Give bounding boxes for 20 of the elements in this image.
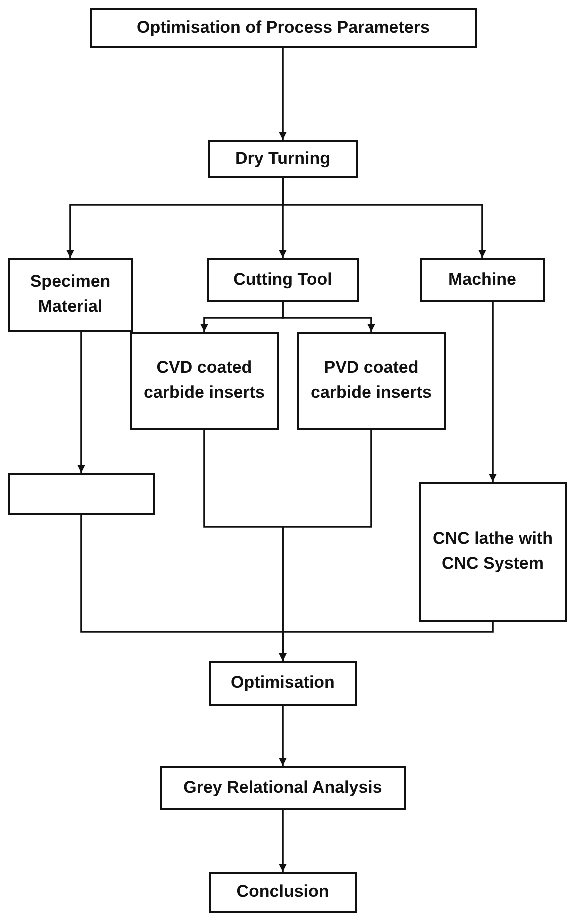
process-box: Conclusion — [209, 872, 357, 913]
arrow — [278, 48, 288, 140]
empty-box — [8, 473, 155, 515]
arrow — [488, 302, 498, 482]
process-box: Optimisation — [209, 661, 357, 706]
process-box: CVD coated carbide inserts — [130, 332, 279, 430]
process-box: Grey Relational Analysis — [160, 766, 406, 810]
process-box: CNC lathe with CNC System — [419, 482, 567, 622]
arrow — [282, 302, 376, 332]
arrow — [278, 622, 494, 661]
process-box: Dry Turning — [208, 140, 358, 178]
process-box: Cutting Tool — [207, 258, 359, 302]
process-box: Specimen Material — [8, 258, 133, 332]
arrow — [282, 178, 487, 258]
arrow — [278, 810, 288, 872]
arrow — [278, 706, 288, 766]
process-box: PVD coated carbide inserts — [297, 332, 446, 430]
process-box: Machine — [420, 258, 545, 302]
arrow — [77, 332, 86, 473]
process-box: Optimisation of Process Parameters — [90, 8, 477, 48]
